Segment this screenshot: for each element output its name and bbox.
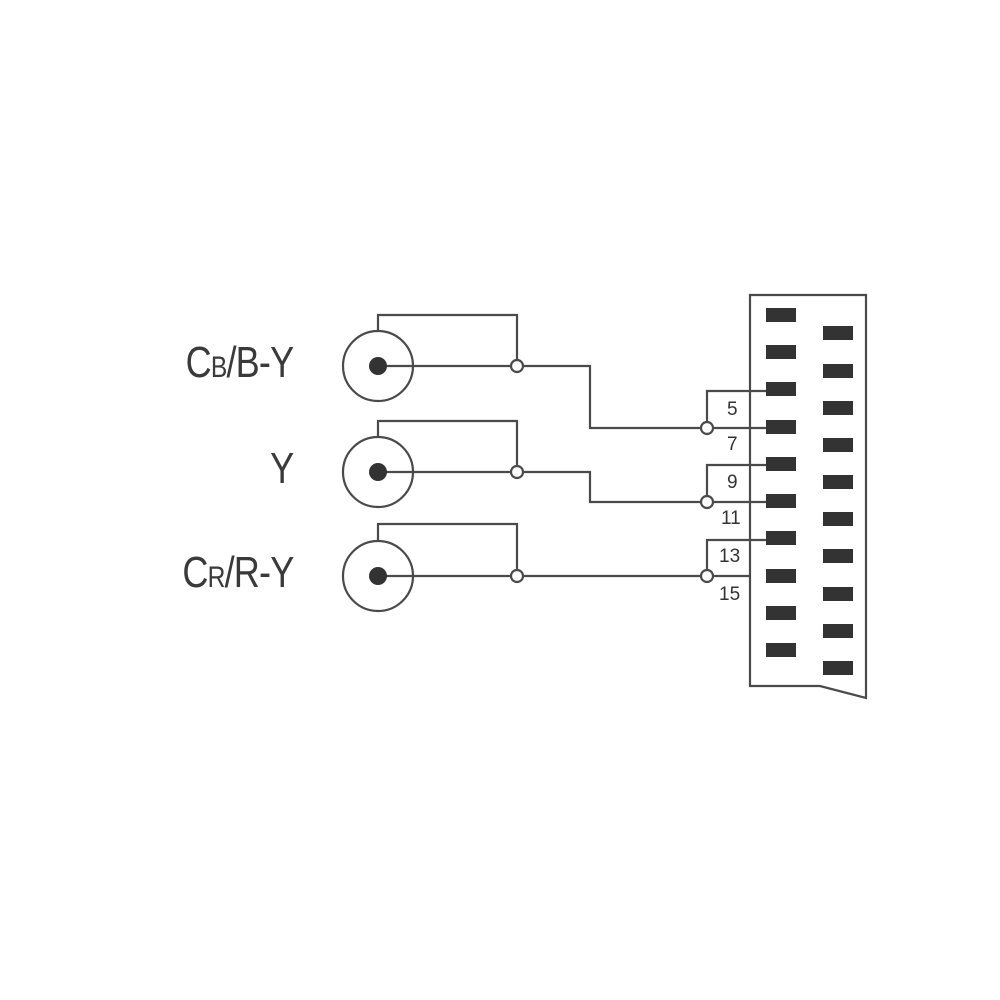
jack-center-icon: [369, 567, 387, 585]
junction-icon: [699, 494, 715, 510]
junction-icon: [509, 464, 525, 480]
pin-label-5: 5: [727, 399, 738, 420]
rca-jack-y: [341, 419, 519, 509]
label-cr-sub: R: [207, 561, 225, 594]
label-cr-rest: /R-Y: [224, 548, 294, 597]
pin-label-13: 13: [719, 546, 740, 567]
pin-label-11: 11: [721, 508, 741, 529]
label-cb-sub: B: [210, 351, 227, 384]
rca-jack-cr: [341, 522, 519, 613]
rca-jack-cb: [341, 313, 519, 403]
label-cb-rest: /B-Y: [226, 338, 294, 387]
scart-connector: [748, 293, 868, 700]
junction-icon: [699, 420, 715, 436]
label-cr-main: C: [181, 548, 208, 597]
junction-icon: [509, 358, 525, 374]
pin-label-9: 9: [727, 472, 738, 493]
junction-icon: [509, 568, 525, 584]
label-cr-r-y: CR/R-Y: [181, 548, 294, 598]
pin-label-15: 15: [719, 584, 740, 605]
scart-pins: [766, 308, 853, 675]
junction-icon: [699, 568, 715, 584]
jack-center-icon: [369, 357, 387, 375]
jack-center-icon: [369, 463, 387, 481]
wire-y-signal: [523, 470, 701, 504]
wire-cb-signal: [523, 364, 701, 430]
pin-label-7: 7: [727, 434, 738, 455]
label-cb-main: C: [185, 338, 211, 387]
label-y-main: Y: [269, 444, 294, 493]
label-y: Y: [269, 444, 294, 494]
label-cb-b-y: CB/B-Y: [185, 338, 294, 388]
